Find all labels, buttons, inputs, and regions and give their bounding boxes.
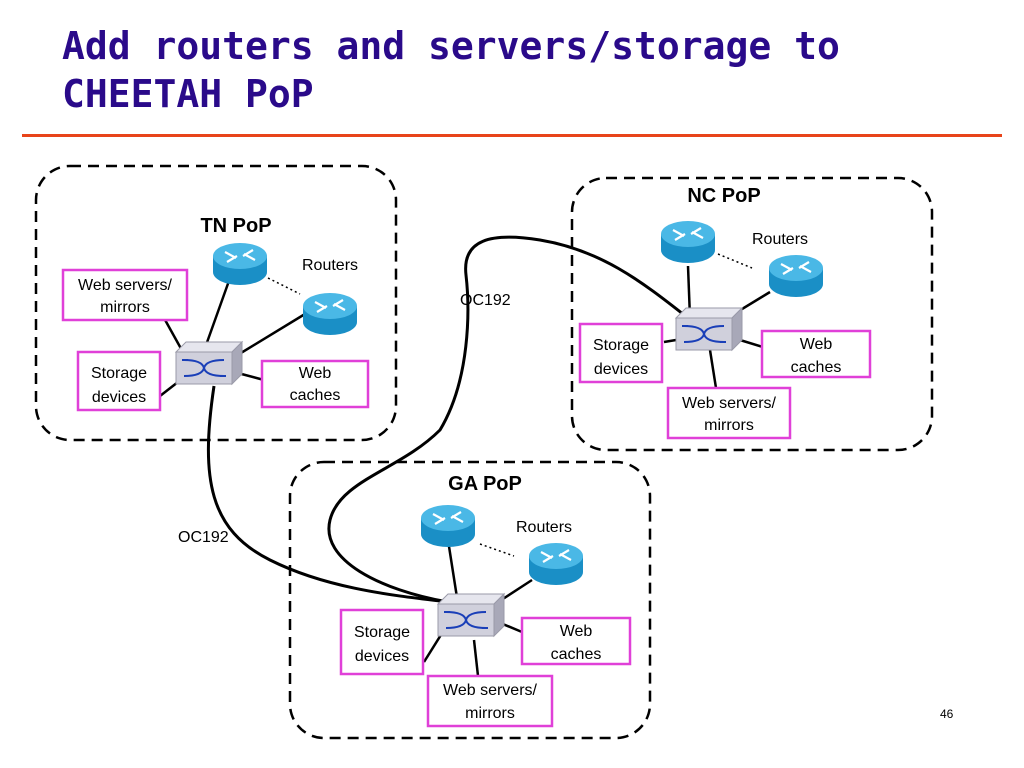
tn-web-servers-box: [61, 268, 189, 322]
ga-storage-line1: Storage: [354, 624, 410, 641]
ga-web-caches-line1: Web: [560, 623, 593, 640]
nc-web-servers-line1: Web servers/: [682, 395, 777, 412]
nc-pop-boundary: [570, 176, 934, 452]
nc-storage-line2: devices: [594, 361, 648, 378]
title-divider: [22, 134, 1002, 137]
tn-pop-boundary: [34, 164, 398, 442]
nc-pop-title: NC PoP: [687, 185, 760, 207]
ga-web-caches-line2: caches: [551, 646, 602, 663]
ga-web-servers-line2: mirrors: [465, 705, 515, 722]
nc-storage-box: [578, 322, 664, 384]
ga-storage-line2: devices: [355, 648, 409, 665]
nc-router-1-icon: [659, 219, 717, 265]
tn-storage-line2: devices: [92, 389, 146, 406]
ga-router-1-icon: [419, 503, 477, 549]
nc-web-caches-line1: Web: [800, 336, 833, 353]
ga-router-2-icon: [527, 541, 585, 587]
tn-storage-box: [76, 350, 162, 412]
ga-pop-title: GA PoP: [448, 473, 522, 495]
tn-web-servers-line2: mirrors: [100, 299, 150, 316]
ga-web-servers-box: [426, 674, 554, 728]
tn-web-caches-box: [260, 359, 370, 409]
ga-web-caches-box: [520, 616, 632, 666]
tn-web-caches-line1: Web: [299, 365, 332, 382]
tn-web-servers-line1: Web servers/: [78, 277, 173, 294]
oc192-link-nc-ga: [327, 235, 689, 604]
ga-pop-boundary: [288, 460, 652, 740]
slide-title-line2: CHEETAH PoP: [62, 72, 314, 116]
ga-routers-label: Routers: [516, 519, 572, 536]
nc-web-servers-box: [666, 386, 792, 440]
tn-switch-icon: [175, 341, 243, 385]
nc-web-caches-box: [760, 329, 872, 379]
nc-web-servers-line2: mirrors: [704, 417, 754, 434]
ga-switch-icon: [437, 593, 505, 637]
tn-storage-line1: Storage: [91, 365, 147, 382]
ga-pop: GA PoP Routers Storage devices Web cache…: [339, 473, 632, 728]
tn-routers-label: Routers: [302, 257, 358, 274]
nc-storage-line1: Storage: [593, 337, 649, 354]
tn-pop-title: TN PoP: [200, 215, 271, 237]
oc192-label-nc-ga: OC192: [460, 292, 511, 309]
nc-router-2-icon: [767, 253, 825, 299]
tn-pop: TN PoP Routers Web servers/ mirrors Stor…: [61, 215, 370, 412]
slide-title-line1: Add routers and servers/storage to: [62, 24, 840, 68]
ga-web-servers-line1: Web servers/: [443, 682, 538, 699]
oc192-label-tn-ga: OC192: [178, 529, 229, 546]
tn-web-caches-line2: caches: [290, 387, 341, 404]
slide-number: 46: [940, 707, 954, 721]
nc-pop: NC PoP Routers Storage devices Web cache…: [578, 185, 872, 440]
nc-switch-icon: [675, 307, 743, 351]
nc-routers-label: Routers: [752, 231, 808, 248]
oc192-link-tn-ga: [206, 385, 449, 604]
nc-web-caches-line2: caches: [791, 359, 842, 376]
slide-title: Add routers and servers/storage to CHEET…: [62, 22, 962, 118]
tn-router-1-icon: [211, 241, 269, 287]
tn-router-2-icon: [301, 291, 359, 337]
ga-storage-box: [339, 608, 425, 676]
